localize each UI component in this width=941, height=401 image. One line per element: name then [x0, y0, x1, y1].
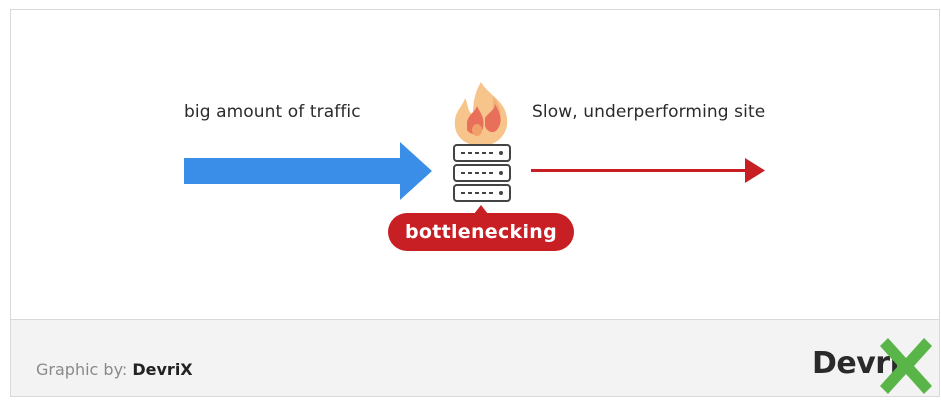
footer: Graphic by: DevriX Devri: [11, 319, 939, 396]
bottlenecking-badge: bottlenecking: [388, 213, 574, 251]
badge-pointer: [474, 205, 488, 214]
fire-icon: [454, 82, 508, 146]
graphic-credit: Graphic by: DevriX: [36, 360, 193, 379]
output-site-label: Slow, underperforming site: [532, 102, 766, 122]
credit-brand-name: DevriX: [132, 360, 193, 379]
logo-wordmark: Devri: [812, 346, 900, 381]
green-x-icon: [880, 338, 932, 394]
credit-prefix: Graphic by:: [36, 360, 128, 379]
graphic-card: big amount of traffic Slow, underperform…: [10, 9, 940, 397]
input-traffic-label: big amount of traffic: [184, 102, 361, 122]
diagram-area: big amount of traffic Slow, underperform…: [11, 10, 939, 319]
server-on-fire: [441, 78, 521, 203]
slow-output-arrow-icon: [531, 158, 765, 183]
devrix-logo: Devri: [812, 336, 932, 394]
server-rack-icon: [453, 144, 511, 202]
traffic-arrow-icon: [184, 142, 432, 200]
